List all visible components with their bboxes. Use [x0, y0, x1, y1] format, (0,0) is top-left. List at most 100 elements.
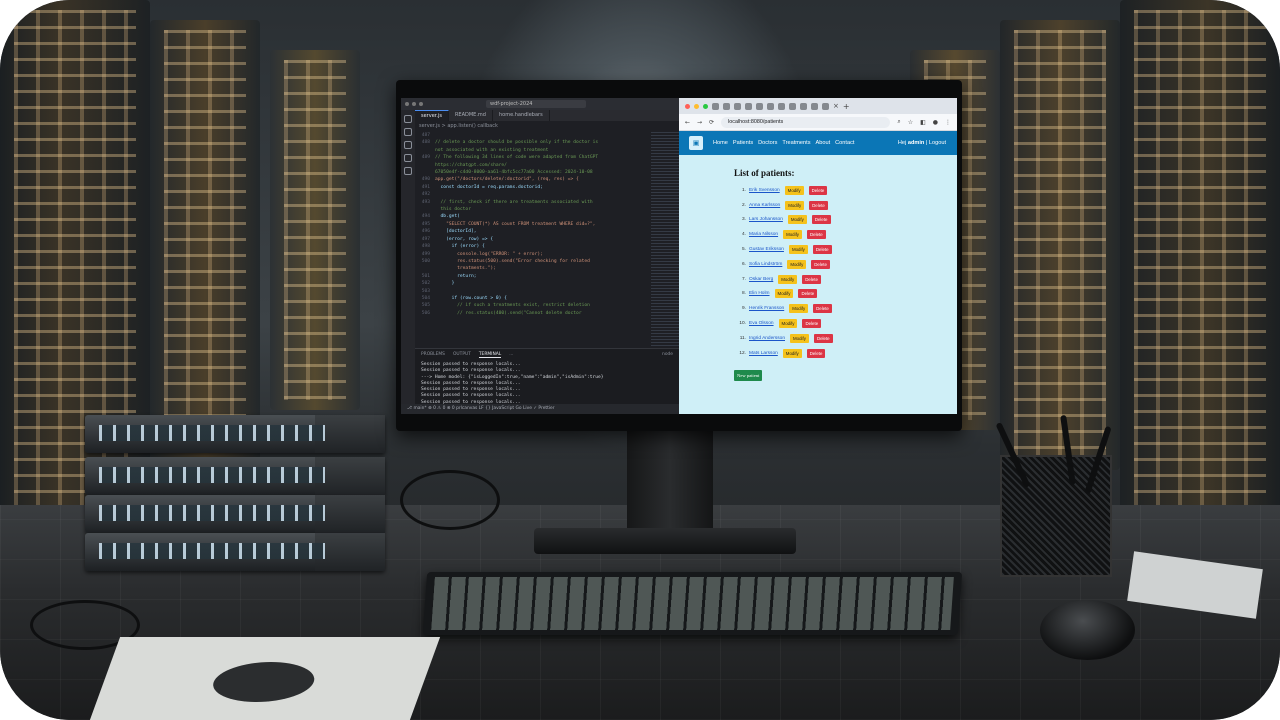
nav-patients[interactable]: Patients — [732, 140, 754, 146]
breadcrumb[interactable]: server.js > app.listen() callback — [419, 123, 498, 129]
forward-icon[interactable]: → — [697, 118, 703, 126]
code-line[interactable]: 499 console.log("ERROR: " + error); — [415, 251, 651, 258]
patient-link[interactable]: Mats Larsson — [749, 350, 778, 356]
patient-link[interactable]: Henrik Fransson — [749, 306, 785, 312]
browser-menu-icon[interactable]: ⋮ — [945, 118, 951, 126]
modify-button[interactable]: Modify — [782, 348, 802, 358]
delete-button[interactable]: Delete — [798, 289, 818, 299]
bookmark-star-icon[interactable]: ☆ — [907, 118, 914, 126]
delete-button[interactable]: Delete — [802, 319, 822, 329]
tab-favicon-icon[interactable] — [723, 102, 730, 110]
modify-button[interactable]: Modify — [787, 259, 807, 269]
delete-button[interactable]: Delete — [813, 304, 832, 314]
patient-link[interactable]: Lars Johansson — [749, 217, 783, 223]
code-line[interactable]: this doctor — [415, 206, 651, 213]
patient-link[interactable]: Oskar Berg — [749, 276, 774, 282]
nav-treatments[interactable]: Treatments — [782, 140, 811, 146]
code-line[interactable]: 67050e4f-c4d0-8000-aa61-4bfc5cc77a00 Acc… — [415, 169, 651, 176]
modify-button[interactable]: Modify — [790, 333, 809, 343]
code-line[interactable]: 494 db.get( — [415, 213, 651, 220]
extensions-icon[interactable] — [404, 167, 412, 175]
delete-button[interactable]: Delete — [802, 274, 821, 284]
code-line[interactable]: 502 } — [415, 280, 651, 287]
tab-favicon-icon[interactable] — [800, 102, 807, 110]
code-line[interactable]: 506 // res.status(400).send("Cannot dele… — [415, 310, 651, 317]
modify-button[interactable]: Modify — [783, 230, 802, 240]
nav-doctors[interactable]: Doctors — [758, 140, 778, 146]
patient-link[interactable]: Erik Svensson — [749, 187, 780, 193]
patient-link[interactable]: Gustav Eriksson — [749, 247, 784, 253]
patient-link[interactable]: Anna Karlsson — [749, 202, 781, 208]
nav-home[interactable]: Home — [713, 140, 728, 146]
delete-button[interactable]: Delete — [809, 200, 828, 210]
code-line[interactable]: 503 — [415, 288, 651, 295]
patient-link[interactable]: Elin Holm — [749, 291, 770, 297]
tab-terminal[interactable]: TERMINAL — [478, 352, 502, 358]
code-line[interactable]: 491 const doctorId = req.params.doctorid… — [415, 184, 651, 191]
tab-problems[interactable]: PROBLEMS — [421, 352, 445, 357]
minimap[interactable] — [651, 132, 679, 347]
modify-button[interactable]: Modify — [789, 304, 809, 314]
run-debug-icon[interactable] — [404, 154, 412, 162]
delete-button[interactable]: Delete — [807, 230, 826, 240]
code-line[interactable]: 496 [doctorId], — [415, 228, 651, 235]
delete-button[interactable]: Delete — [808, 185, 828, 195]
url-input[interactable]: localhost:8080/patients — [721, 116, 891, 128]
patient-link[interactable]: Sofia Lindström — [749, 261, 783, 267]
code-line[interactable]: https://chatgpt.com/share/ — [415, 162, 651, 169]
minimize-window-icon[interactable] — [694, 103, 699, 109]
nav-contact[interactable]: Contact — [835, 140, 855, 146]
delete-button[interactable]: Delete — [813, 333, 833, 343]
site-logo-icon[interactable]: ▣ — [689, 136, 703, 150]
logout-link[interactable]: Logout — [928, 140, 946, 146]
new-patient-button[interactable]: New patient — [734, 369, 763, 381]
tab-output[interactable]: OUTPUT — [452, 352, 471, 357]
code-line[interactable]: 500 res.status(500).send("Error checking… — [415, 258, 651, 265]
code-line[interactable]: treatments."); — [415, 265, 651, 272]
modify-button[interactable]: Modify — [784, 185, 804, 195]
menu-icon[interactable] — [405, 102, 409, 106]
patient-link[interactable]: Maria Nilsson — [749, 232, 779, 238]
menu-icon[interactable] — [419, 102, 423, 106]
tab-favicon-icon[interactable] — [756, 102, 763, 110]
modify-button[interactable]: Modify — [787, 215, 807, 225]
code-line[interactable]: 498 if (error) { — [415, 243, 651, 250]
code-line[interactable]: not associated with an existing treatmen… — [415, 147, 651, 154]
new-tab-icon[interactable]: + — [842, 101, 850, 111]
modify-button[interactable]: Modify — [778, 274, 798, 284]
modify-button[interactable]: Modify — [774, 289, 794, 299]
code-line[interactable]: 505 // if such a treatments exist, restr… — [415, 302, 651, 309]
tab-favicon-icon[interactable] — [778, 102, 785, 110]
patient-link[interactable]: Ingrid Andersson — [749, 335, 785, 341]
modify-button[interactable]: Modify — [778, 319, 798, 329]
code-line[interactable]: 492 — [415, 191, 651, 198]
tab-favicon-icon[interactable] — [712, 102, 719, 110]
menu-icon[interactable] — [412, 102, 416, 106]
explorer-icon[interactable] — [404, 115, 412, 123]
tab-server-js[interactable]: server.js — [415, 110, 449, 121]
tab-more[interactable]: ... — [509, 352, 514, 357]
maximize-window-icon[interactable] — [703, 103, 708, 109]
close-window-icon[interactable] — [685, 103, 690, 109]
terminal-label[interactable]: node — [662, 352, 673, 357]
reload-icon[interactable]: ⟳ — [709, 118, 715, 126]
code-line[interactable]: 487 — [415, 132, 651, 139]
extensions-icon[interactable]: ◧ — [920, 118, 926, 126]
back-icon[interactable]: ← — [685, 118, 691, 126]
tab-favicon-icon[interactable] — [745, 102, 752, 110]
tab-home-handlebars[interactable]: home.handlebars — [493, 110, 550, 121]
search-icon[interactable] — [404, 128, 412, 136]
command-center-search[interactable]: wdf-project-2024 — [486, 100, 586, 108]
tab-favicon-icon[interactable] — [734, 102, 741, 110]
tab-favicon-icon[interactable] — [822, 102, 829, 110]
code-line[interactable]: 488// delete a doctor should be possible… — [415, 139, 651, 146]
modify-button[interactable]: Modify — [785, 200, 805, 210]
code-line[interactable]: 504 if (row.count > 0) { — [415, 295, 651, 302]
code-line[interactable]: 493 // first, check if there are treatme… — [415, 199, 651, 206]
delete-button[interactable]: Delete — [811, 215, 831, 225]
code-line[interactable]: 497 (error, row) => { — [415, 236, 651, 243]
patient-link[interactable]: Eva Olsson — [749, 321, 774, 327]
close-tab-icon[interactable]: × — [833, 102, 839, 110]
